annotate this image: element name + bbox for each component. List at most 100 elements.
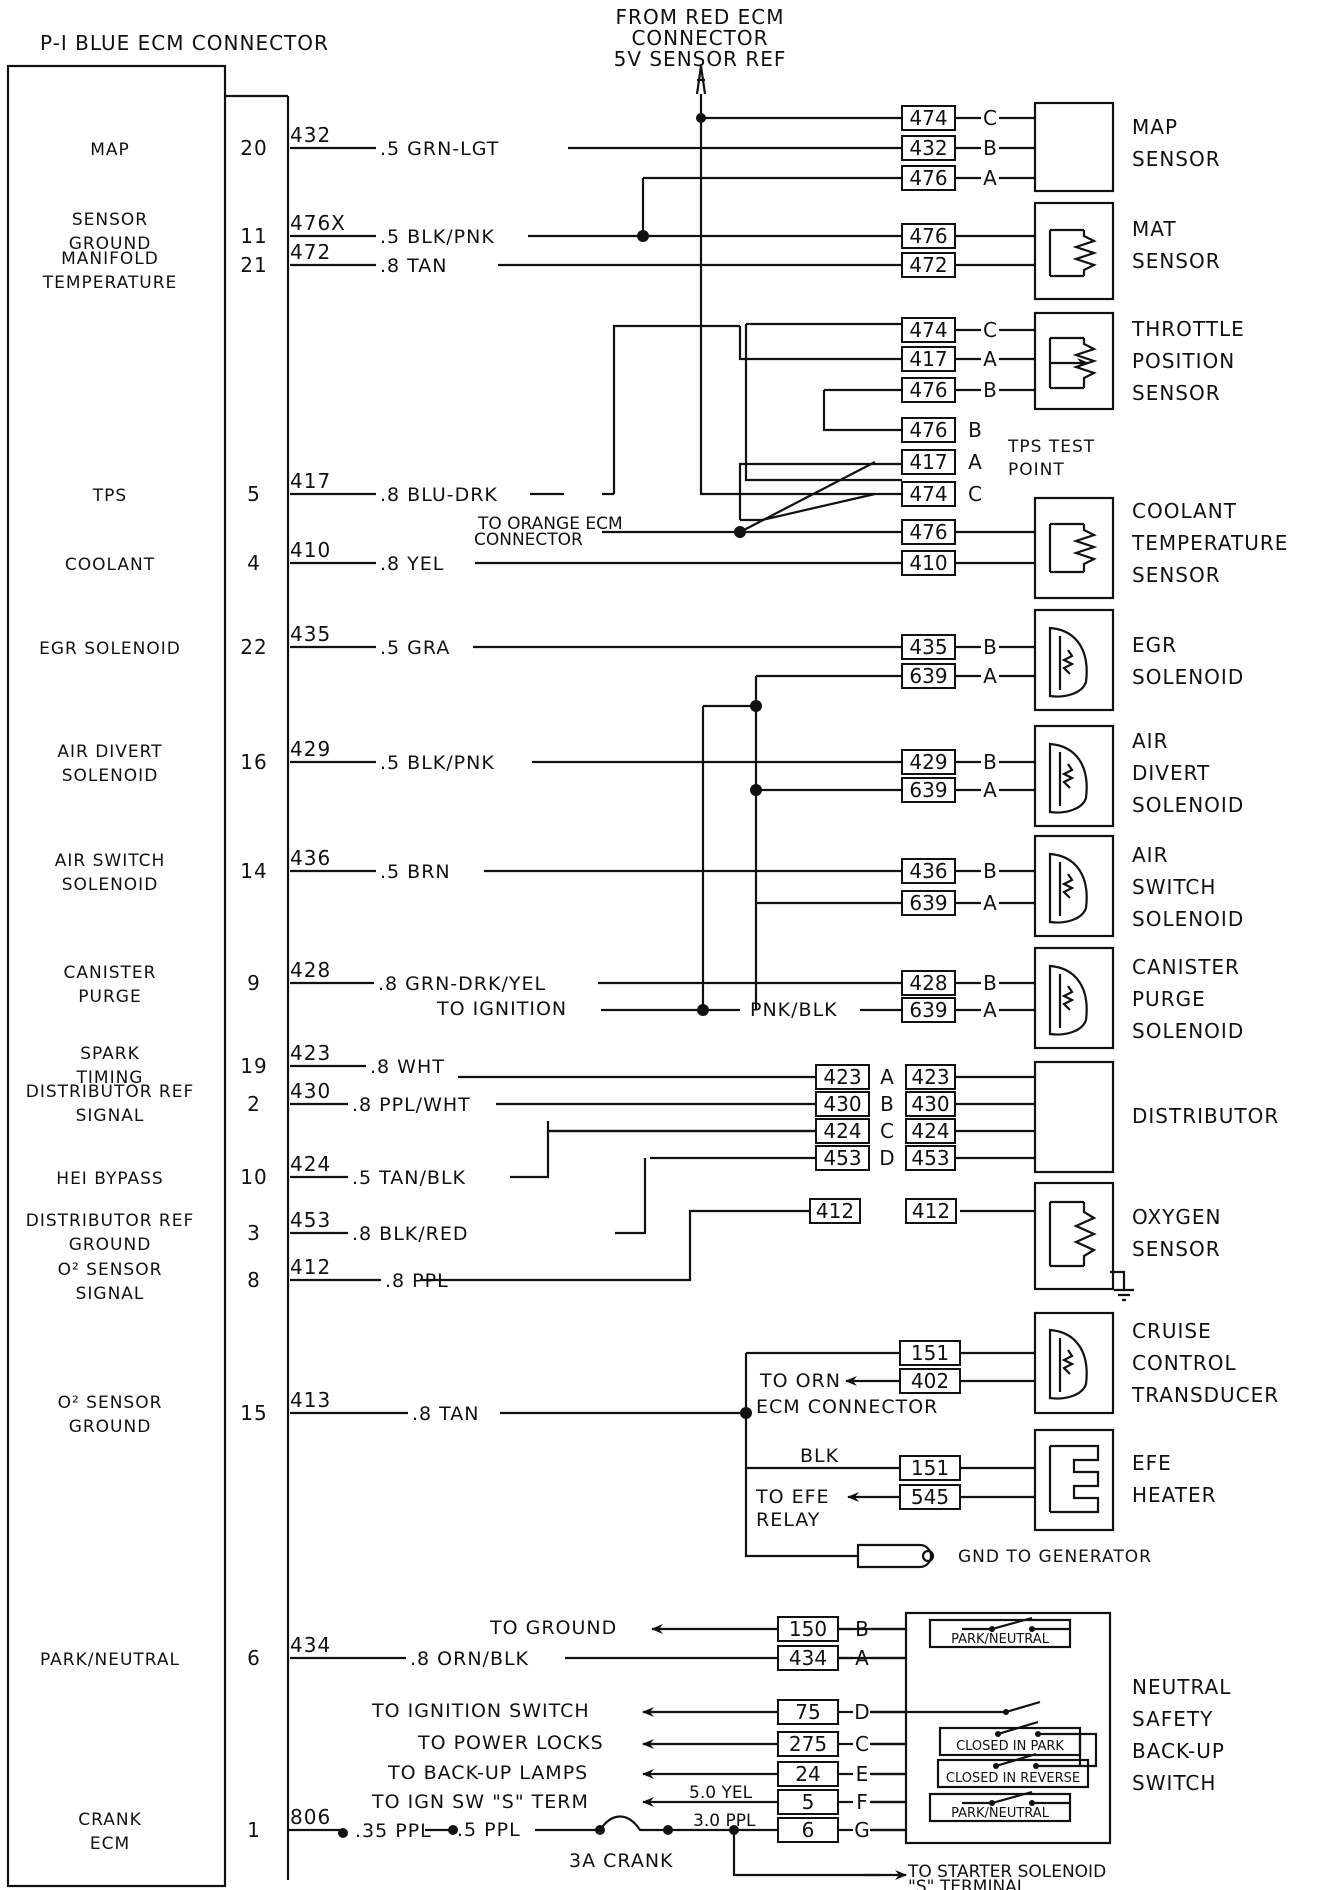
connector-pin-letter: C (968, 482, 982, 506)
component-label: PURGE (1132, 987, 1206, 1011)
connector-cell (901, 417, 956, 443)
connector-cell-number: 423 (911, 1065, 949, 1089)
ecm-pin-number: 22 (240, 635, 267, 659)
ecm-pin-number: 3 (247, 1221, 261, 1245)
connector-cell-number: 6 (802, 1818, 815, 1842)
connector-cell-number: 639 (909, 998, 947, 1022)
connector-cell-number: 410 (909, 551, 947, 575)
connector-cell (905, 1198, 957, 1224)
wire-circuit-number: 429 (290, 737, 331, 761)
component-label: TRANSDUCER (1131, 1383, 1279, 1407)
ecm-function-label: SENSOR (72, 210, 148, 230)
component-label: BACK-UP (1132, 1739, 1225, 1763)
wire-circuit-number: 424 (290, 1152, 331, 1176)
connector-cell-number: 432 (909, 136, 947, 160)
svg-text:TO IGN SW "S" TERM: TO IGN SW "S" TERM (371, 1791, 589, 1813)
ecm-function-label: SOLENOID (62, 766, 159, 786)
connector-pin-letter: D (854, 1700, 869, 1724)
svg-text:TO EFE: TO EFE (755, 1486, 830, 1508)
wire-circuit-number: 432 (290, 123, 331, 147)
svg-text:TO STARTER SOLENOID: TO STARTER SOLENOID (907, 1862, 1106, 1882)
component-label: SOLENOID (1132, 665, 1244, 689)
connector-cell-number: 476 (909, 418, 947, 442)
svg-text:TO GROUND: TO GROUND (489, 1617, 617, 1639)
connector-cell-number: 151 (911, 1456, 949, 1480)
ecm-function-label: AIR DIVERT (57, 742, 162, 762)
connector-pin-letter: A (983, 664, 997, 688)
connector-cell (809, 1198, 861, 1224)
wire-spec: .5 GRA (380, 637, 450, 659)
ecm-function-label: GROUND (69, 1235, 152, 1255)
wire-circuit-number: 410 (290, 538, 331, 562)
junction-dots (338, 113, 762, 1838)
ecm-function-label: TIMING (76, 1068, 144, 1088)
connector-pin-letter: B (880, 1092, 894, 1116)
connector-pin-letter: C (983, 318, 997, 342)
ecm-function-label: SIGNAL (76, 1284, 145, 1304)
wire-spec: .8 PPL (385, 1270, 449, 1292)
wire-circuit-number: 472 (290, 240, 331, 264)
connector-pin-letter: A (983, 166, 997, 190)
ecm-pin-number: 5 (247, 482, 261, 506)
connector-pin-letter: D (879, 1146, 894, 1170)
connector-pin-letter: A (983, 347, 997, 371)
svg-text:BLK: BLK (800, 1445, 839, 1467)
connector-pin-letter: B (983, 750, 997, 774)
connector-cell (899, 1368, 961, 1394)
svg-text:5V SENSOR REF: 5V SENSOR REF (614, 47, 787, 71)
component-label: DISTRIBUTOR (1132, 1104, 1279, 1128)
distributor-box (1033, 1060, 1115, 1174)
wire-spec: .8 PPL/WHT (352, 1094, 471, 1116)
ecm-function-labels: MAPSENSORGROUNDMANIFOLDTEMPERATURETPSCOO… (26, 140, 195, 1854)
ecm-function-label: ECM (90, 1834, 130, 1854)
ecm-function-label: GROUND (69, 234, 152, 254)
svg-text:FROM RED ECM: FROM RED ECM (616, 5, 785, 29)
component-label: CANISTER (1132, 955, 1240, 979)
connector-cell-number: 430 (911, 1092, 949, 1116)
connector-cell-number: 402 (911, 1369, 949, 1393)
svg-text:TPS TEST: TPS TEST (1007, 437, 1095, 457)
connector-cell-number: 474 (909, 318, 947, 342)
wire-spec: .35 PPL (355, 1820, 432, 1842)
component-label: CONTROL (1132, 1351, 1237, 1375)
air-divert-box (1033, 724, 1115, 828)
connector-cell-number: 453 (911, 1146, 949, 1170)
connector-cell (905, 1091, 956, 1117)
ecm-pin-number: 14 (240, 859, 267, 883)
svg-text:"S" TERMINAL: "S" TERMINAL (908, 1877, 1027, 1890)
connector-pin-letter: B (855, 1617, 869, 1641)
component-label: TEMPERATURE (1131, 531, 1288, 555)
ecm-function-label: DISTRIBUTOR REF (26, 1211, 195, 1231)
oxygen-sensor-box (1033, 1181, 1115, 1291)
wire-spec: .5 GRN-LGT (380, 138, 499, 160)
component-label: NEUTRAL (1132, 1675, 1231, 1699)
connector-pin-letter: G (854, 1818, 870, 1842)
connector-cell-number: 476 (909, 224, 947, 248)
connector-cell (899, 1455, 961, 1481)
ecm-function-label: EGR SOLENOID (39, 639, 181, 659)
connector-pin-letter: C (880, 1119, 894, 1143)
ecm-function-label: CRANK (78, 1810, 142, 1830)
svg-text:GND TO GENERATOR: GND TO GENERATOR (958, 1547, 1152, 1567)
connector-cell (905, 1064, 956, 1090)
wire-circuit-number: 436 (290, 846, 331, 870)
component-label: SWITCH (1132, 1771, 1216, 1795)
ecm-pin-number: 15 (240, 1401, 267, 1425)
connector-pin-letter: A (855, 1646, 869, 1670)
component-label: OXYGEN (1132, 1205, 1221, 1229)
svg-text:.5 PPL: .5 PPL (457, 1819, 521, 1841)
wire-spec: .5 TAN/BLK (352, 1167, 466, 1189)
connector-cell-number: 453 (823, 1146, 861, 1170)
connector-cell-number: 435 (909, 635, 947, 659)
from-red-ecm-label: FROM RED ECM CONNECTOR 5V SENSOR REF (614, 5, 787, 71)
wire-circuit-number: 423 (290, 1041, 331, 1065)
egr-solenoid-box (1033, 608, 1115, 712)
air-switch-box (1033, 834, 1115, 938)
ecm-function-label: MAP (90, 140, 130, 160)
component-labels: MAPSENSORMATSENSORTHROTTLEPOSITIONSENSOR… (1131, 115, 1288, 1795)
wire-circuit-number: 430 (290, 1079, 331, 1103)
connector-cell-number: 423 (823, 1065, 861, 1089)
svg-text:CLOSED IN PARK: CLOSED IN PARK (956, 1739, 1064, 1754)
